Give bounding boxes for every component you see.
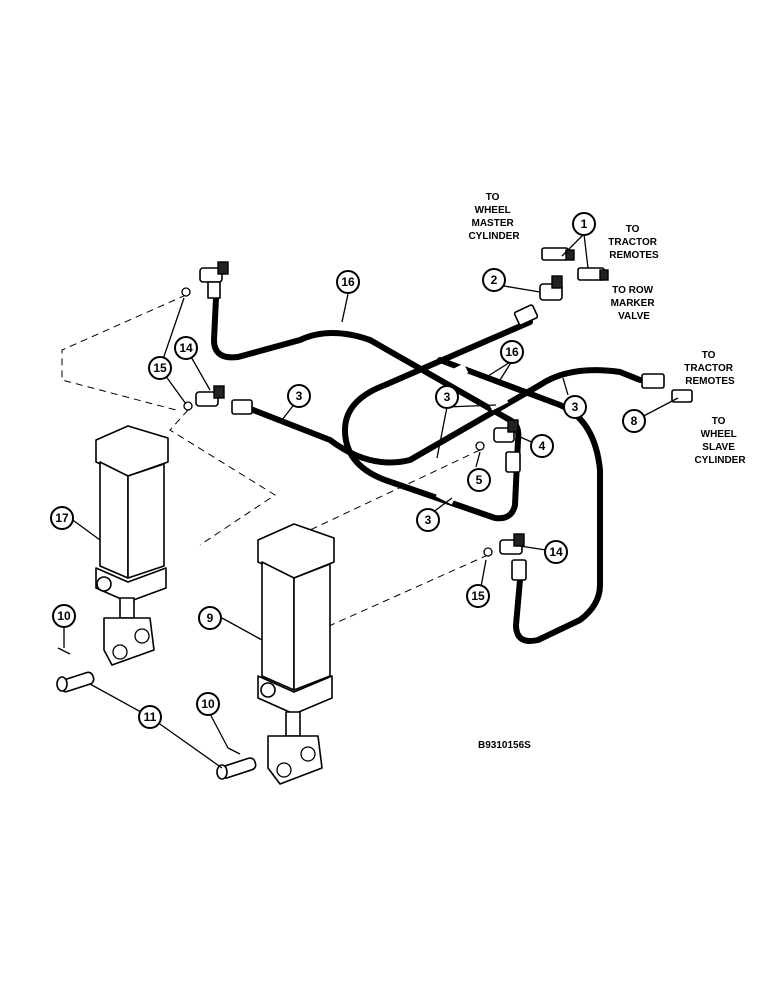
cotter-pin-upper — [57, 647, 71, 655]
callout-4: 4 — [530, 434, 554, 458]
hydraulic-cylinder-9 — [257, 523, 335, 785]
note-wheel-slave-cylinder: TO WHEEL SLAVE CYLINDER — [694, 416, 746, 466]
elbow-fitting-2 — [539, 275, 563, 301]
elbow-fitting-top-left — [199, 261, 229, 299]
hose-end-lower — [511, 559, 527, 581]
svg-text:3: 3 — [572, 400, 579, 414]
svg-text:9: 9 — [207, 611, 214, 625]
callout-10-left: 10 — [52, 604, 76, 628]
o-ring-lower — [483, 547, 493, 557]
hydraulic-cylinder-17 — [95, 425, 169, 666]
o-ring-5 — [475, 441, 485, 451]
note-tractor-remotes-right: TO TRACTOR REMOTES — [684, 350, 735, 387]
callout-15-right: 15 — [466, 584, 490, 608]
svg-text:14: 14 — [549, 545, 563, 559]
callout-14-right: 14 — [544, 540, 568, 564]
hose-16-lower — [437, 357, 603, 644]
svg-text:15: 15 — [153, 361, 167, 375]
leader-lines — [63, 233, 679, 769]
svg-text:1: 1 — [581, 217, 588, 231]
callout-11: 11 — [138, 705, 162, 729]
note-tractor-remotes-top: TO TRACTOR REMOTES — [608, 224, 659, 261]
callout-3-left: 3 — [287, 384, 311, 408]
clevis-pin-upper — [56, 671, 95, 693]
hose-end-left — [231, 399, 253, 415]
fittings — [181, 247, 693, 581]
svg-text:10: 10 — [57, 609, 71, 623]
elbow-fitting-4 — [493, 419, 519, 443]
callout-14-left: 14 — [174, 336, 198, 360]
callout-3-right: 3 — [563, 395, 587, 419]
elbow-fitting-mid-left — [195, 385, 225, 407]
hose-3-long — [245, 367, 643, 466]
callout-1: 1 — [572, 212, 596, 236]
callout-5: 5 — [467, 468, 491, 492]
svg-text:4: 4 — [539, 439, 546, 453]
adapter-fittings-1 — [541, 247, 609, 281]
callout-9: 9 — [198, 606, 222, 630]
svg-text:10: 10 — [201, 697, 215, 711]
callout-16-top: 16 — [336, 270, 360, 294]
callout-17: 17 — [50, 506, 74, 530]
dash-right-cylinder — [319, 554, 489, 631]
callout-15-left: 15 — [148, 356, 172, 380]
note-row-marker-valve: TO ROW MARKER VALVE — [611, 285, 658, 322]
callout-3-center: 3 — [435, 385, 459, 409]
svg-text:14: 14 — [179, 341, 193, 355]
hose-gap-1 — [447, 363, 469, 381]
svg-text:11: 11 — [144, 710, 157, 724]
svg-text:2: 2 — [491, 273, 498, 287]
svg-text:8: 8 — [631, 414, 638, 428]
hose-end-center — [505, 451, 521, 473]
svg-text:5: 5 — [476, 473, 483, 487]
dash-left-upper — [61, 294, 187, 411]
callout-8: 8 — [622, 409, 646, 433]
cotter-pin-lower — [227, 747, 241, 755]
elbow-fitting-lower — [499, 533, 525, 555]
svg-text:3: 3 — [296, 389, 303, 403]
svg-text:16: 16 — [341, 275, 355, 289]
callout-10-right: 10 — [196, 692, 220, 716]
clevis-pin-lower — [216, 757, 257, 780]
drawing-code: B9310156S — [478, 740, 531, 751]
svg-text:15: 15 — [471, 589, 485, 603]
o-ring-upper — [181, 287, 191, 297]
dash-center — [309, 449, 481, 531]
callout-16-right: 16 — [500, 340, 524, 364]
svg-text:16: 16 — [505, 345, 519, 359]
callout-2: 2 — [482, 268, 506, 292]
note-wheel-master-cylinder: TO WHEEL MASTER CYLINDER — [468, 192, 520, 242]
svg-text:17: 17 — [55, 511, 69, 525]
dashed-connection-lines — [61, 294, 489, 631]
dash-left-cylinder — [169, 409, 276, 546]
svg-text:3: 3 — [425, 513, 432, 527]
svg-text:3: 3 — [444, 390, 451, 404]
callout-3-lower: 3 — [416, 508, 440, 532]
hose-end-top — [513, 304, 539, 326]
